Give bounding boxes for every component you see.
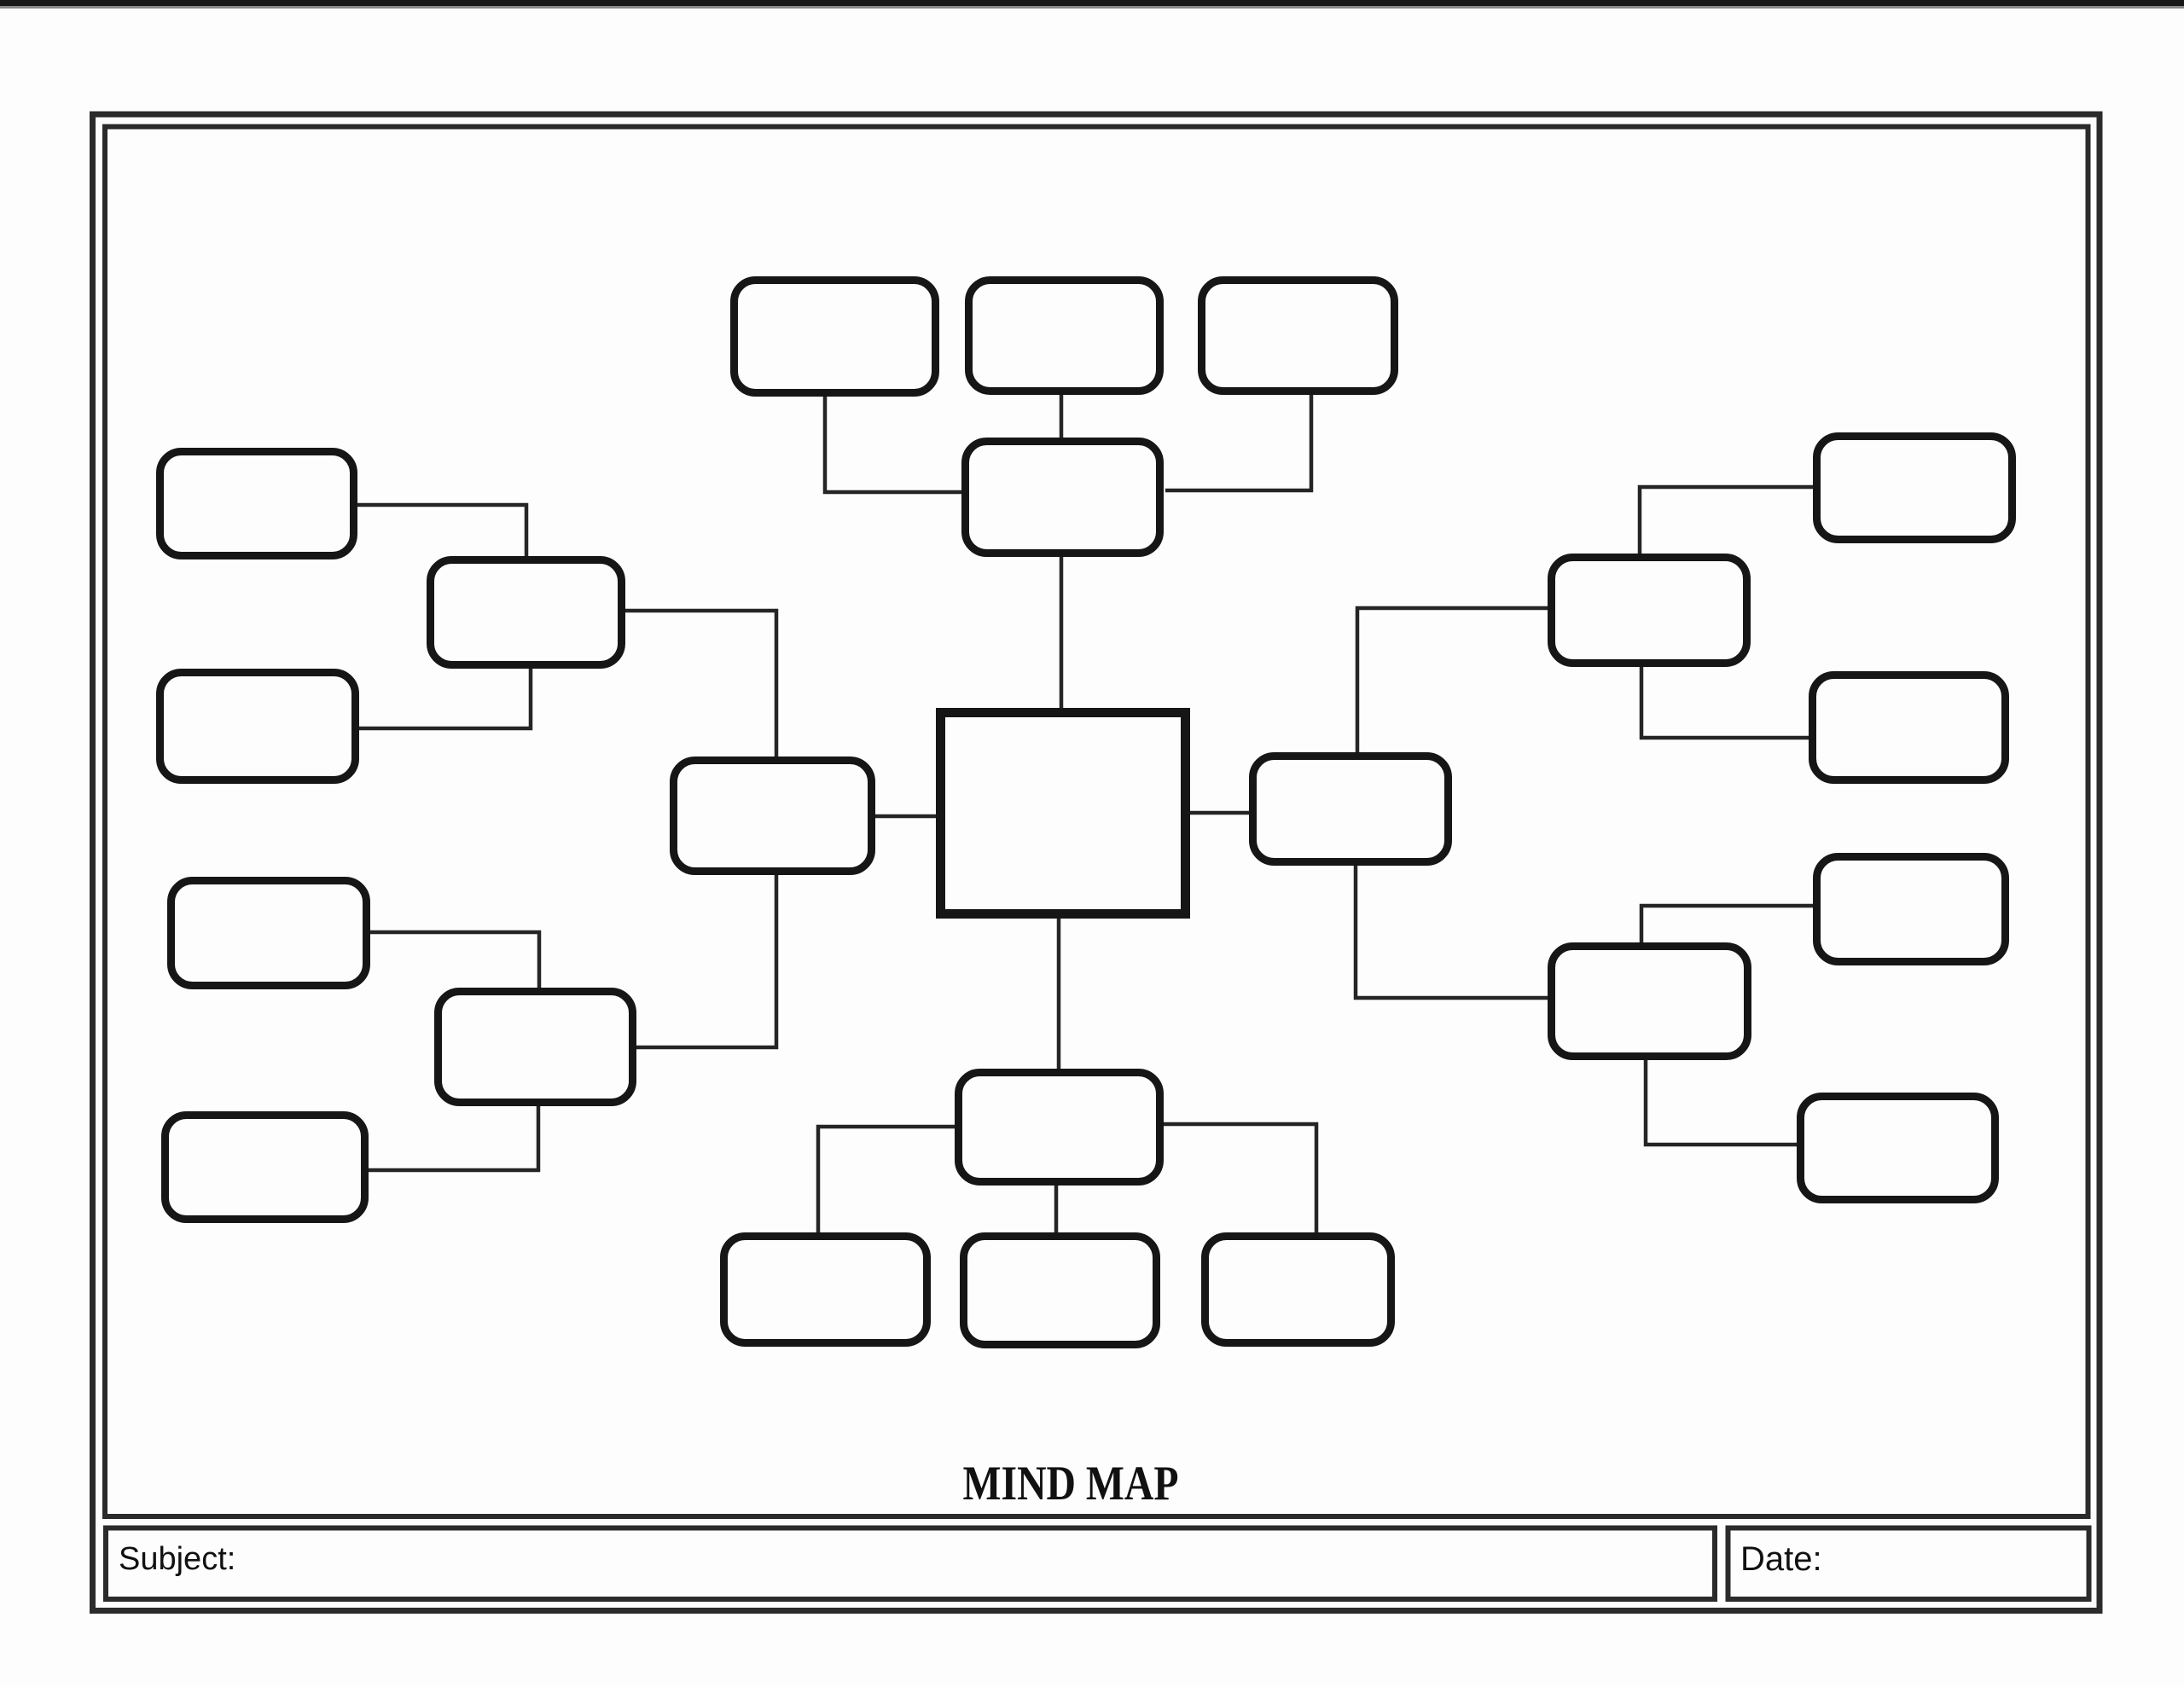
svg-text:MIND MAP: MIND MAP: [963, 1457, 1179, 1510]
svg-text:Date:: Date:: [1740, 1540, 1822, 1578]
svg-text:Subject:: Subject:: [119, 1541, 235, 1577]
